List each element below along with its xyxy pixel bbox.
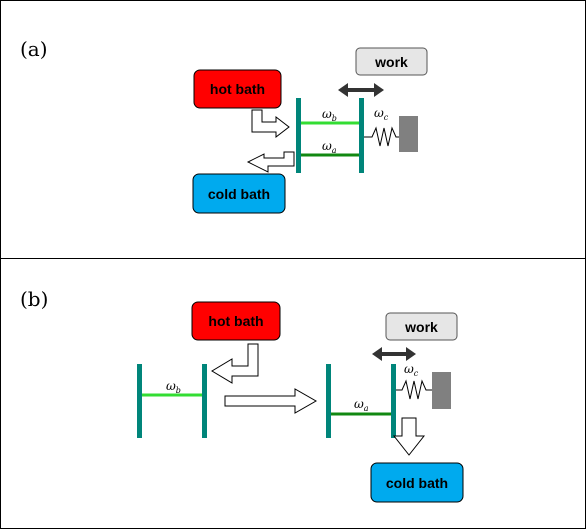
panel-b-left-system-left-wall — [137, 364, 142, 438]
panel-b-left-system-right-wall — [202, 364, 207, 438]
panel-b-transfer-arrow-icon — [224, 388, 318, 414]
panel-a-work-label: work — [374, 54, 408, 70]
panel-b-cold-bath-label: cold bath — [386, 475, 448, 491]
panel-a: (a) hot bath cold bath work — [0, 0, 586, 259]
panel-b-right-system-left-wall — [326, 364, 331, 438]
panel-b-hot-bath-label: hot bath — [208, 313, 263, 329]
panel-a-double-arrow-icon — [338, 83, 384, 97]
panel-a-omega-b: ωb — [322, 107, 337, 123]
panel-b-cold-bath: cold bath — [370, 462, 464, 503]
panel-b-heat-out-arrow-icon — [392, 417, 426, 456]
panel-a-piston-block — [399, 116, 418, 152]
panel-b-label: (b) — [20, 287, 48, 311]
panel-a-heat-in-arrow-icon — [251, 109, 290, 139]
panel-a-spring-icon — [364, 126, 399, 147]
panel-a-hot-bath-label: hot bath — [210, 81, 265, 97]
panel-a-left-wall — [296, 98, 301, 173]
panel-a-hot-bath: hot bath — [193, 69, 282, 109]
panel-b: (b) hot bath work cold bath ωb ωa — [0, 258, 586, 529]
panel-b-frame — [0, 258, 586, 529]
panel-a-cold-bath: cold bath — [192, 173, 286, 214]
panel-b-spring-icon — [396, 379, 432, 400]
panel-b-omega-a: ωa — [354, 397, 369, 413]
panel-b-work-box: work — [385, 312, 458, 341]
panel-a-label: (a) — [20, 37, 48, 61]
panel-a-work-box: work — [355, 47, 428, 76]
panel-b-heat-in-arrow-icon — [211, 343, 259, 384]
panel-b-double-arrow-icon — [372, 347, 416, 361]
panel-b-omega-b: ωb — [166, 379, 181, 395]
panel-b-piston-block — [432, 372, 451, 409]
panel-b-work-label: work — [404, 319, 438, 335]
panel-b-hot-bath: hot bath — [191, 301, 281, 341]
panel-a-omega-a: ωa — [322, 139, 337, 155]
panel-a-omega-c: ωc — [374, 106, 389, 122]
panel-a-frame — [0, 0, 586, 259]
panel-a-right-wall — [359, 98, 364, 173]
panel-a-heat-out-arrow-icon — [246, 151, 295, 173]
panel-b-omega-c: ωc — [404, 362, 419, 378]
panel-a-cold-bath-label: cold bath — [208, 186, 270, 202]
panel-b-right-system-right-wall — [391, 364, 396, 438]
